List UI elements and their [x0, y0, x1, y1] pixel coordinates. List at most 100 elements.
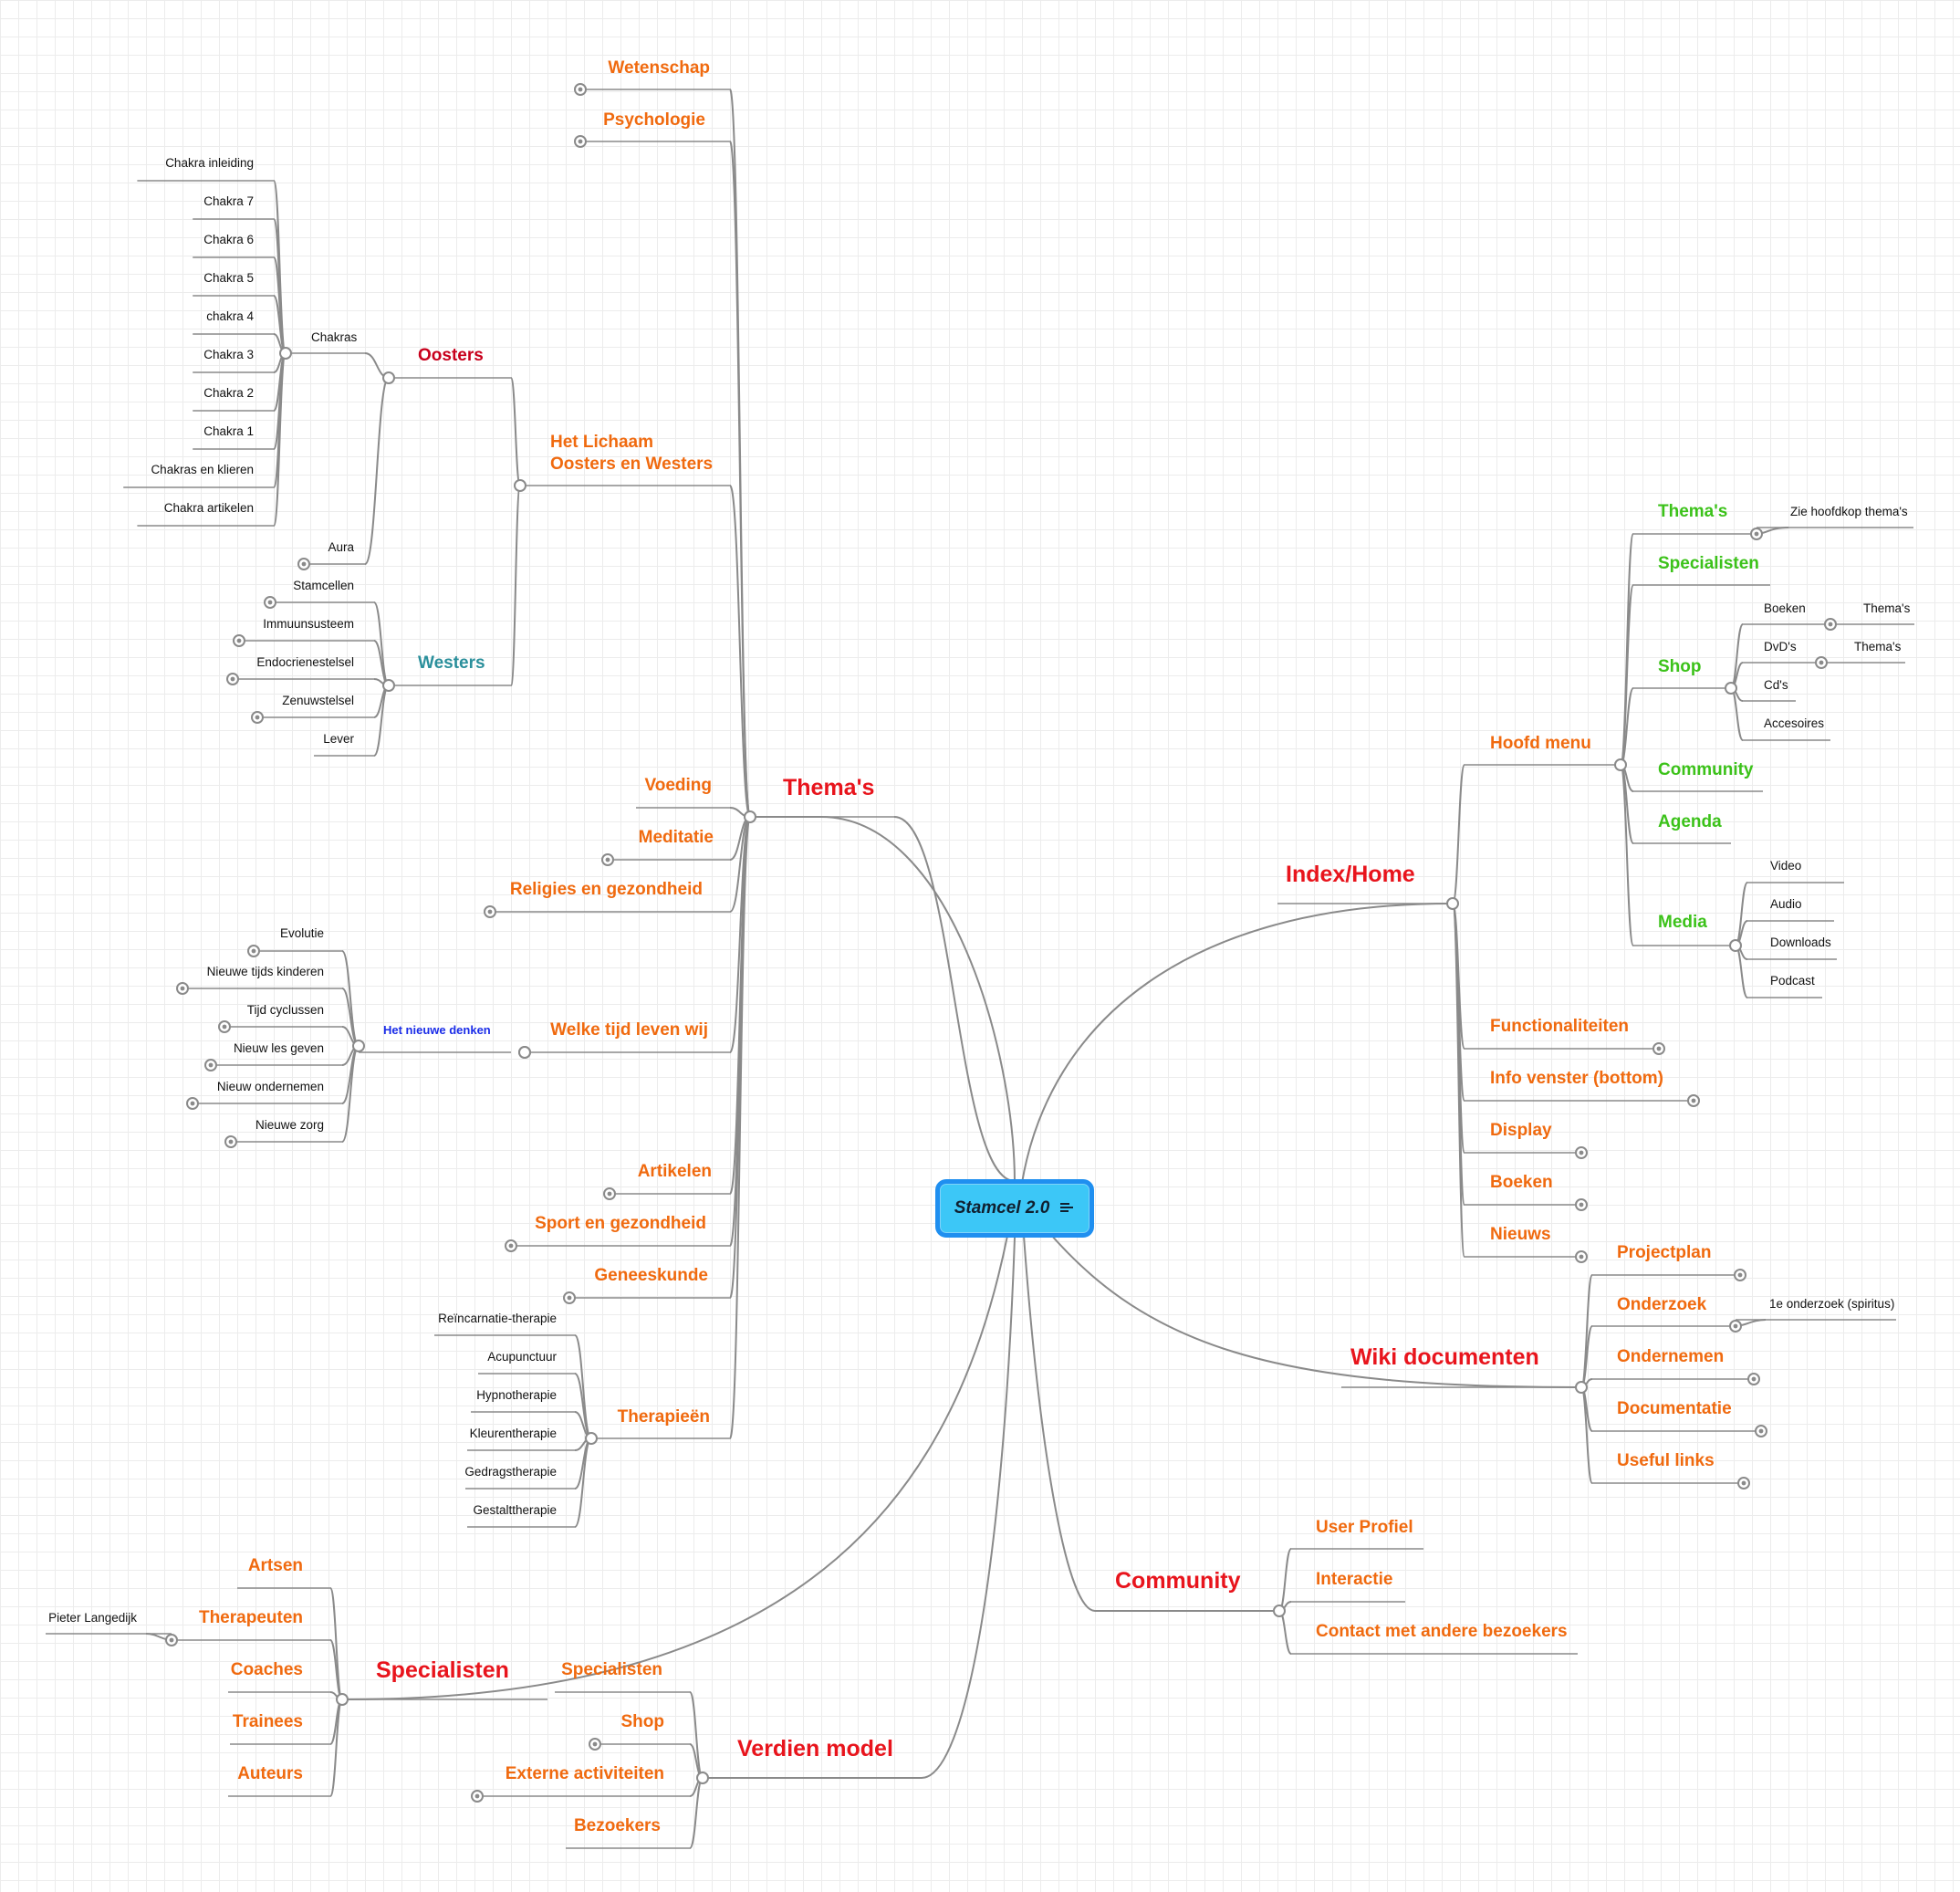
topic-nieuwe-tijds[interactable]: Nieuwe tijds kinderen: [207, 965, 324, 978]
toggle-religies-dot[interactable]: [487, 909, 493, 915]
topic-documentatie[interactable]: Documentatie: [1617, 1399, 1732, 1418]
topic-vm-specialisten[interactable]: Specialisten: [561, 1660, 662, 1679]
topic-chakra3[interactable]: Chakra 3: [203, 348, 254, 361]
topic-interactie[interactable]: Interactie: [1316, 1570, 1392, 1589]
toggle-display-dot[interactable]: [1579, 1150, 1584, 1155]
topic-stamcellen[interactable]: Stamcellen: [293, 579, 354, 592]
topic-themas[interactable]: Thema's: [783, 775, 874, 800]
topic-voeding[interactable]: Voeding: [644, 776, 712, 795]
topic-dvds[interactable]: DvD's: [1764, 640, 1797, 653]
topic-chakra1[interactable]: Chakra 1: [203, 424, 254, 438]
topic-chakra-inleiding[interactable]: Chakra inleiding: [165, 156, 254, 170]
topic-aura[interactable]: Aura: [328, 540, 354, 554]
toggle-wetenschap-dot[interactable]: [578, 87, 583, 92]
toggle-endocrien-dot[interactable]: [230, 676, 235, 682]
topic-nieuws[interactable]: Nieuws: [1490, 1225, 1551, 1244]
topic-chakras[interactable]: Chakras: [311, 330, 358, 344]
topic-gestalt[interactable]: Gestalttherapie: [473, 1503, 557, 1517]
topic-auteurs[interactable]: Auteurs: [237, 1764, 303, 1783]
topic-podcast[interactable]: Podcast: [1770, 974, 1815, 988]
topic-functionaliteiten[interactable]: Functionaliteiten: [1490, 1017, 1629, 1036]
toggle-meditatie-dot[interactable]: [605, 857, 610, 862]
toggle-zenuw-dot[interactable]: [255, 715, 260, 720]
toggle-nieuws-dot[interactable]: [1579, 1254, 1584, 1260]
topic-gedrags[interactable]: Gedragstherapie: [464, 1465, 557, 1479]
topic-trainees[interactable]: Trainees: [233, 1712, 303, 1731]
topic-contact[interactable]: Contact met andere bezoekers: [1316, 1622, 1568, 1641]
topic-therapieen[interactable]: Therapieën: [618, 1407, 710, 1427]
toggle-westers[interactable]: [382, 679, 395, 692]
topic-onderzoek[interactable]: Onderzoek: [1617, 1295, 1707, 1314]
topic-downloads[interactable]: Downloads: [1770, 936, 1831, 949]
toggle-artikelen-dot[interactable]: [607, 1191, 612, 1197]
toggle-specialisten[interactable]: [336, 1693, 349, 1706]
topic-coaches[interactable]: Coaches: [231, 1660, 303, 1679]
toggle-documentatie-dot[interactable]: [1758, 1428, 1764, 1434]
toggle-evolutie-dot[interactable]: [251, 948, 256, 954]
toggle-psychologie-dot[interactable]: [578, 139, 583, 144]
topic-hoofd-menu[interactable]: Hoofd menu: [1490, 734, 1591, 753]
toggle-therapieen[interactable]: [585, 1432, 598, 1445]
toggle-hm_themas-dot[interactable]: [1754, 531, 1759, 537]
topic-endocrien[interactable]: Endocrienestelsel: [256, 655, 354, 669]
toggle-ih_boeken-dot[interactable]: [1579, 1202, 1584, 1207]
topic-projectplan[interactable]: Projectplan: [1617, 1243, 1711, 1262]
topic-sport[interactable]: Sport en gezondheid: [535, 1214, 706, 1233]
topic-chakra5[interactable]: Chakra 5: [203, 271, 254, 285]
toggle-nieuwe_tijds-dot[interactable]: [180, 986, 185, 991]
topic-evolutie[interactable]: Evolutie: [280, 926, 324, 940]
toggle-verdien[interactable]: [696, 1772, 709, 1784]
toggle-media[interactable]: [1729, 939, 1742, 952]
topic-accesoires[interactable]: Accesoires: [1764, 716, 1824, 730]
branch-toggles[interactable]: [165, 83, 1837, 1803]
topic-index-home[interactable]: Index/Home: [1286, 862, 1415, 887]
topic-bezoekers[interactable]: Bezoekers: [574, 1816, 661, 1835]
toggle-nieuw_ondernemen-dot[interactable]: [190, 1101, 195, 1106]
toggle-info_venster-dot[interactable]: [1691, 1098, 1696, 1103]
topic-nieuwe-denken[interactable]: Het nieuwe denken: [383, 1023, 491, 1037]
toggle-projectplan-dot[interactable]: [1737, 1272, 1743, 1278]
topic-oosters[interactable]: Oosters: [418, 346, 484, 365]
toggle-ondernemen-dot[interactable]: [1751, 1376, 1757, 1382]
topic-religies[interactable]: Religies en gezondheid: [510, 880, 703, 899]
topic-tijd-cyclussen[interactable]: Tijd cyclussen: [247, 1003, 324, 1017]
topic-boeken-themas[interactable]: Thema's: [1863, 601, 1911, 615]
topic-chakra-artikelen[interactable]: Chakra artikelen: [164, 501, 254, 515]
topic-specialisten[interactable]: Specialisten: [376, 1657, 509, 1683]
topic-therapeuten[interactable]: Therapeuten: [199, 1608, 303, 1627]
topic-reincarnatie[interactable]: Reïncarnatie-therapie: [438, 1312, 557, 1325]
toggle-lichaam[interactable]: [514, 479, 526, 492]
topic-hypno[interactable]: Hypnotherapie: [476, 1388, 557, 1402]
topic-media[interactable]: Media: [1658, 913, 1707, 932]
central-topic[interactable]: Stamcel 2.0: [935, 1179, 1094, 1238]
toggle-therapeuten-dot[interactable]: [169, 1637, 174, 1643]
toggle-externe-dot[interactable]: [474, 1793, 480, 1799]
toggle-nieuw_les-dot[interactable]: [208, 1062, 214, 1068]
topic-wiki[interactable]: Wiki documenten: [1350, 1344, 1539, 1370]
topic-hm-specialisten[interactable]: Specialisten: [1658, 554, 1759, 573]
topic-cds[interactable]: Cd's: [1764, 678, 1788, 692]
topic-chakra6[interactable]: Chakra 6: [203, 233, 254, 246]
topic-ondernemen[interactable]: Ondernemen: [1617, 1347, 1724, 1366]
toggle-themas[interactable]: [744, 810, 756, 823]
topic-artsen[interactable]: Artsen: [248, 1556, 303, 1575]
toggle-nieuwe_zorg-dot[interactable]: [228, 1139, 234, 1145]
topic-nieuwe-zorg[interactable]: Nieuwe zorg: [255, 1118, 324, 1132]
topic-wetenschap[interactable]: Wetenschap: [608, 58, 710, 78]
toggle-dvds-dot[interactable]: [1819, 660, 1824, 665]
topic-nieuw-les[interactable]: Nieuw les geven: [234, 1041, 324, 1055]
toggle-welke-tijd[interactable]: [518, 1046, 531, 1059]
toggle-stamcellen-dot[interactable]: [267, 600, 273, 605]
topic-geneeskunde[interactable]: Geneeskunde: [594, 1266, 708, 1285]
toggle-aura-dot[interactable]: [301, 561, 307, 567]
topic-chakra2[interactable]: Chakra 2: [203, 386, 254, 400]
topic-hm-shop[interactable]: Shop: [1658, 657, 1702, 676]
toggle-chakras[interactable]: [279, 347, 292, 360]
toggle-vm_shop-dot[interactable]: [592, 1741, 598, 1747]
topic-lichaam-2[interactable]: Oosters en Westers: [550, 455, 713, 474]
toggle-geneeskunde-dot[interactable]: [567, 1295, 572, 1301]
topic-agenda[interactable]: Agenda: [1658, 812, 1722, 831]
toggle-functionaliteiten-dot[interactable]: [1656, 1046, 1662, 1051]
topic-externe[interactable]: Externe activiteiten: [506, 1764, 664, 1783]
topic-video[interactable]: Video: [1770, 859, 1801, 873]
